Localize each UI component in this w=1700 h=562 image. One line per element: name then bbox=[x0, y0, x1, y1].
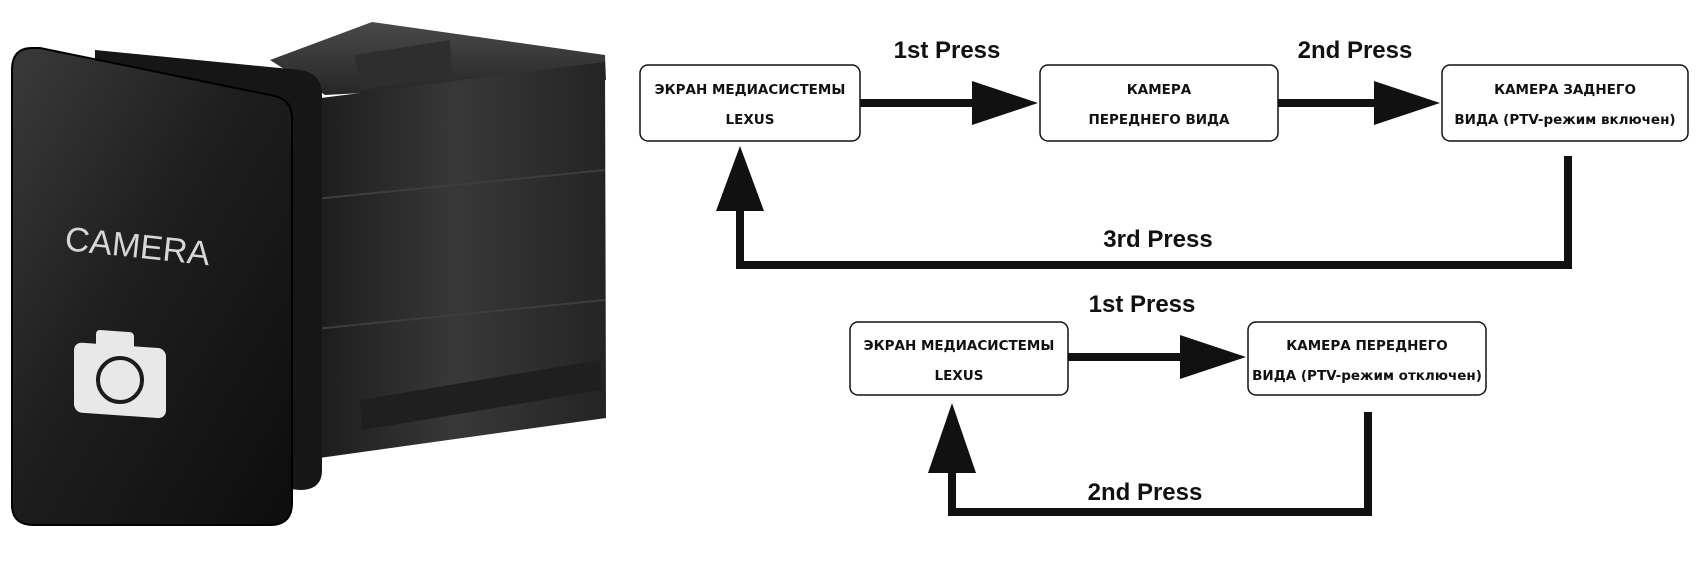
d1-box-a-line2: LEXUS bbox=[726, 112, 775, 128]
d1-arrow-1st-press bbox=[860, 81, 1038, 125]
d2-press-1-label: 1st Press bbox=[1089, 291, 1196, 318]
switch-body-clip-bottom bbox=[360, 360, 602, 430]
d2-box-media-screen bbox=[849, 321, 1069, 396]
d2-arrow-2nd-press bbox=[928, 403, 1372, 516]
d1-arrow-3rd-press bbox=[716, 146, 1572, 269]
d2-box-front-camera bbox=[1247, 321, 1487, 396]
d1-arrow-2nd-press bbox=[1278, 81, 1440, 125]
d1-box-c-line1: КАМЕРА ЗАДНЕГО bbox=[1494, 82, 1636, 98]
d2-box-a-line2: LEXUS bbox=[935, 368, 984, 384]
d1-press-3-label: 3rd Press bbox=[1103, 226, 1212, 253]
d1-box-c-line2: ВИДА (PTV-режим включен) bbox=[1454, 112, 1675, 128]
switch-face bbox=[11, 47, 293, 526]
switch-body-clip-top bbox=[355, 40, 452, 90]
camera-icon bbox=[74, 329, 166, 419]
d2-press-2-label: 2nd Press bbox=[1088, 479, 1203, 506]
d1-press-1-label: 1st Press bbox=[894, 37, 1001, 64]
d2-box-b-line1: КАМЕРА ПЕРЕДНЕГО bbox=[1286, 338, 1447, 354]
d1-box-b-line1: КАМЕРА bbox=[1127, 82, 1192, 98]
d2-arrow-1st-press bbox=[1068, 335, 1246, 379]
d1-box-a-line1: ЭКРАН МЕДИАСИСТЕМЫ bbox=[655, 82, 846, 98]
d1-press-2-label: 2nd Press bbox=[1298, 37, 1413, 64]
d2-box-a-line1: ЭКРАН МЕДИАСИСТЕМЫ bbox=[864, 338, 1055, 354]
d1-box-rear-camera bbox=[1441, 64, 1689, 142]
switch-body-side bbox=[305, 62, 606, 460]
flow-diagram-ptv-off: ЭКРАН МЕДИАСИСТЕМЫ LEXUS КАМЕРА ПЕРЕДНЕГ… bbox=[849, 291, 1487, 516]
d1-box-media-screen bbox=[639, 64, 861, 142]
d1-box-b-line2: ПЕРЕДНЕГО ВИДА bbox=[1088, 112, 1230, 128]
d2-box-b-line2: ВИДА (PTV-режим отключен) bbox=[1252, 368, 1482, 384]
flow-diagram-ptv-on: ЭКРАН МЕДИАСИСТЕМЫ LEXUS КАМЕРА ПЕРЕДНЕГ… bbox=[639, 37, 1689, 269]
d1-box-front-camera bbox=[1039, 64, 1279, 142]
camera-switch-photo: CAMERA bbox=[11, 22, 606, 526]
